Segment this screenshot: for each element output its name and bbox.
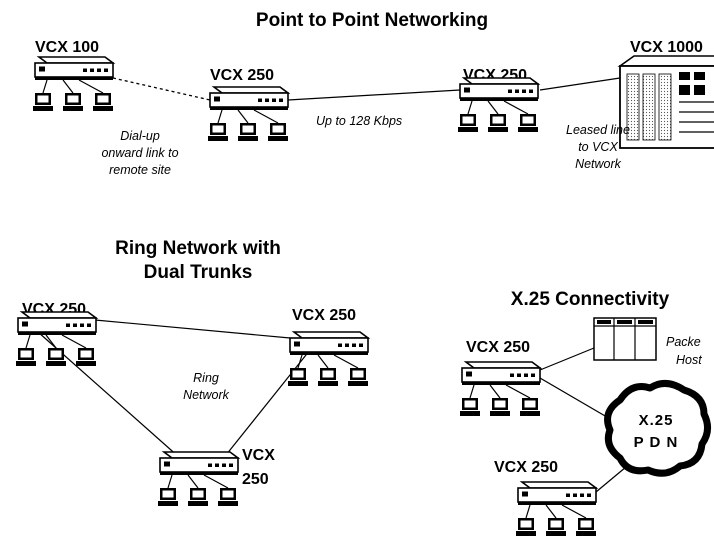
vcx1000-rack — [617, 55, 714, 149]
leased-note-2: to VCX — [578, 140, 618, 154]
packet-host — [593, 317, 657, 361]
dialup-link — [112, 77, 211, 101]
dialup-note-2: onward link to — [101, 146, 178, 160]
vcx250-left-node — [208, 87, 288, 141]
x25-title: X.25 Connectivity — [511, 289, 670, 310]
ring-vcx-bottom-label-1: VCX — [242, 447, 275, 464]
p2p-title: Point to Point Networking — [256, 10, 488, 31]
leased-note-3: Network — [575, 157, 622, 171]
x25-top-cloud-link — [539, 377, 613, 421]
ring-link-right — [221, 349, 311, 461]
ring-vcx-bottom-node — [158, 452, 238, 506]
vcx1000-label: VCX 1000 — [630, 39, 703, 56]
vcx250-left-label: VCX 250 — [210, 67, 274, 84]
dialup-note-3: remote site — [109, 163, 171, 177]
x25-vcx-top-node — [460, 362, 540, 416]
ring-note-2: Network — [183, 388, 230, 402]
trunk-link — [287, 89, 461, 101]
host-label-1: Packe — [666, 335, 701, 349]
ring-vcx-right-label: VCX 250 — [292, 307, 356, 324]
ring-link-top — [94, 319, 291, 339]
ring-vcx-right-node — [288, 332, 368, 386]
vcx100-node — [33, 57, 113, 111]
dialup-note-1: Dial-up — [120, 129, 160, 143]
vcx100-label: VCX 100 — [35, 39, 99, 56]
vcx250-right-node — [458, 78, 538, 132]
ring-note-1: Ring — [193, 371, 219, 385]
leased-note-1: Leased line — [566, 123, 630, 137]
ring-title-2: Dual Trunks — [144, 262, 253, 283]
x25-vcx-top-label: VCX 250 — [466, 339, 530, 356]
cloud-label-1: X.25 — [639, 412, 674, 429]
ring-vcx-bottom-label-2: 250 — [242, 471, 269, 488]
x25-vcx-bottom-label: VCX 250 — [494, 459, 558, 476]
host-label-2: Host — [676, 353, 702, 367]
cloud-label-2: P D N — [634, 434, 679, 451]
x25-host-link — [539, 347, 595, 371]
ring-vcx-left-node — [16, 312, 96, 366]
x25-vcx-bottom-node — [516, 482, 596, 536]
ring-title-1: Ring Network with — [115, 238, 281, 259]
x25-pdn-cloud — [604, 380, 711, 477]
leased-link — [539, 77, 621, 91]
speed-note: Up to 128 Kbps — [316, 114, 402, 128]
